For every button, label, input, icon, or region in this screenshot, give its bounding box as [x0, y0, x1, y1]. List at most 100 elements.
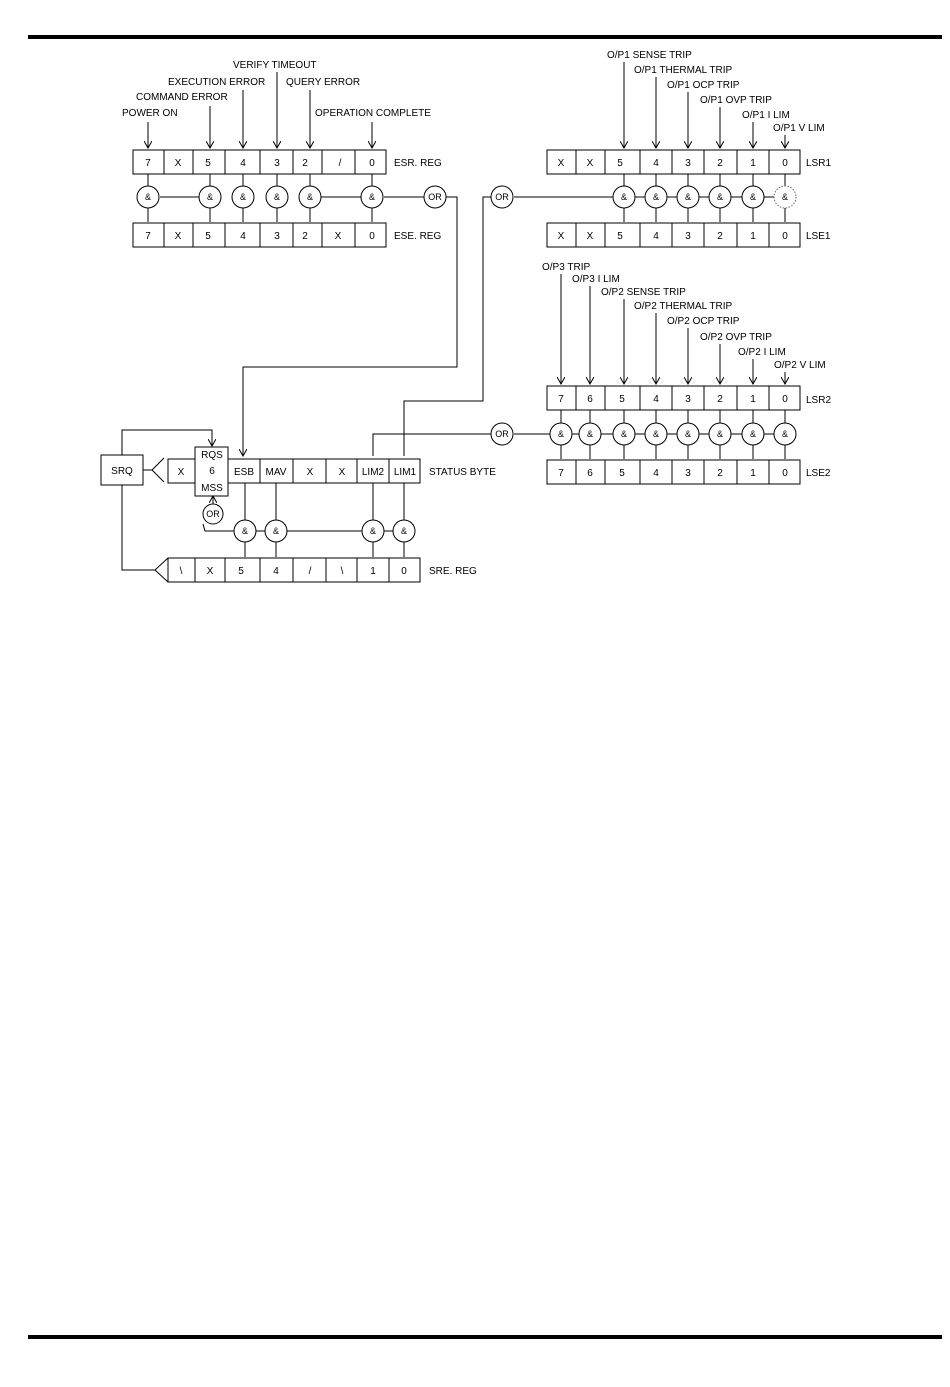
lsr2-bit-5: 5 — [619, 394, 625, 405]
esr-bit-7: 7 — [145, 158, 151, 169]
lsr1-and-gate-3: & — [685, 192, 691, 202]
lsr2-label-op2-ovp-trip: O/P2 OVP TRIP — [700, 332, 772, 343]
srq-to-rqs-wire — [121, 429, 212, 455]
sre-register: \ X 5 4 / \ 1 0 — [167, 557, 421, 583]
status-and-gate-mav: & — [273, 526, 279, 536]
status-bit-6: 6 — [209, 466, 215, 477]
esr-bit-5: 5 — [205, 158, 211, 169]
lsr1-register: X X 5 4 3 2 1 0 — [546, 149, 801, 175]
esr-bit-0: 0 — [369, 158, 375, 169]
srq-input-sre — [154, 557, 169, 583]
status-bit-mav: MAV — [266, 467, 287, 478]
status-and-gate-lim2: & — [370, 526, 376, 536]
lsr1-and-gate-4: & — [653, 192, 659, 202]
lse1-register: X X 5 4 3 2 1 0 — [546, 222, 801, 248]
lsr2-event-labels: O/P3 TRIP O/P3 I LIM O/P2 SENSE TRIP O/P… — [542, 262, 826, 371]
esr-register: 7 X 5 4 3 2 / 0 — [132, 149, 387, 175]
sre-bit-7: \ — [180, 566, 183, 577]
svg-text:OR: OR — [206, 509, 220, 519]
lsr2-bit-0: 0 — [782, 394, 788, 405]
lsr2-bit-2: 2 — [717, 394, 723, 405]
lsr2-label-op2-v-lim: O/P2 V LIM — [774, 360, 826, 371]
lse1-bit-7: X — [558, 231, 565, 242]
lsr2-label-op2-sense-trip: O/P2 SENSE TRIP — [601, 287, 686, 298]
esr-and-gate-0: & — [369, 192, 375, 202]
lse2-register-name: LSE2 — [806, 468, 831, 479]
lsr2-register-name: LSR2 — [806, 395, 831, 406]
lsr2-bit-7: 7 — [558, 394, 564, 405]
sre-bit-0: 0 — [401, 566, 407, 577]
lsr1-or-gate: OR — [490, 185, 514, 209]
lse1-bit-1: 1 — [750, 231, 756, 242]
esr-and-gates: & & & & & & — [136, 174, 424, 222]
esr-and-gate-2: & — [307, 192, 313, 202]
status-bit-3: X — [307, 467, 314, 478]
lsr2-and-gate-6: & — [587, 429, 593, 439]
lsr1-label-v-lim: O/P1 V LIM — [773, 123, 825, 134]
ese-bit-2: 2 — [302, 231, 308, 242]
lsr2-label-op3-trip: O/P3 TRIP — [542, 262, 590, 273]
ese-bit-1: X — [335, 231, 342, 242]
srq-label: SRQ — [111, 466, 133, 477]
lsr1-bit-1: 1 — [750, 158, 756, 169]
lsr1-label-thermal-trip: O/P1 THERMAL TRIP — [634, 65, 733, 76]
lsr2-and-gate-1: & — [750, 429, 756, 439]
esr-bit-4: 4 — [240, 158, 246, 169]
lse2-bit-0: 0 — [782, 468, 788, 479]
esr-or-gate: OR — [423, 185, 447, 209]
sre-register-name: SRE. REG — [429, 566, 477, 577]
lse1-bit-6: X — [587, 231, 594, 242]
lsr2-label-op3-i-lim: O/P3 I LIM — [572, 274, 620, 285]
lsr1-bit-7: X — [558, 158, 565, 169]
sre-bit-3: / — [309, 566, 312, 577]
lse2-bit-6: 6 — [587, 468, 593, 479]
lse2-bit-2: 2 — [717, 468, 723, 479]
lse2-bit-7: 7 — [558, 468, 564, 479]
lsr2-and-gate-4: & — [653, 429, 659, 439]
lse1-bit-5: 5 — [617, 231, 623, 242]
lsr1-to-lim1-wire — [403, 196, 491, 456]
ese-register: 7 X 5 4 3 2 X 0 — [132, 222, 387, 248]
lsr2-and-gate-3: & — [685, 429, 691, 439]
svg-text:OR: OR — [428, 192, 442, 202]
ese-bit-4: 4 — [240, 231, 246, 242]
lse2-bit-1: 1 — [750, 468, 756, 479]
lsr2-bit-6: 6 — [587, 394, 593, 405]
lsr1-bit-3: 3 — [685, 158, 691, 169]
lse2-bit-3: 3 — [685, 468, 691, 479]
mss-or-gate: OR — [202, 496, 234, 532]
status-bit-2: X — [339, 467, 346, 478]
esr-and-gate-4: & — [240, 192, 246, 202]
esr-event-arrows — [148, 72, 372, 148]
ese-bit-3: 3 — [274, 231, 280, 242]
sre-bit-4: 4 — [273, 566, 279, 577]
lse1-bit-2: 2 — [717, 231, 723, 242]
status-bit-lim1: LIM1 — [394, 467, 417, 478]
lsr2-bit-4: 4 — [653, 394, 659, 405]
svg-text:OR: OR — [495, 429, 509, 439]
lsr1-bit-4: 4 — [653, 158, 659, 169]
lsr1-and-gates: & & & & & & — [514, 174, 797, 222]
esr-bit-1: / — [339, 158, 342, 169]
lsr1-and-gate-0: & — [782, 192, 788, 202]
status-and-gates: & & & & — [233, 483, 416, 557]
lse1-register-name: LSE1 — [806, 231, 831, 242]
esr-label-execution-error: EXECUTION ERROR — [168, 77, 265, 88]
lse2-bit-5: 5 — [619, 468, 625, 479]
esr-bit-3: 3 — [274, 158, 280, 169]
lsr1-bit-5: 5 — [617, 158, 623, 169]
srq-input-status — [151, 457, 165, 483]
status-byte-register: X RQS 6 MSS ESB MAV X X LIM2 LIM1 — [167, 446, 421, 497]
esr-to-esb-wire — [243, 196, 458, 456]
lsr2-bit-1: 1 — [750, 394, 756, 405]
lsr1-label-sense-trip: O/P1 SENSE TRIP — [607, 50, 692, 61]
lsr2-label-op2-thermal-trip: O/P2 THERMAL TRIP — [634, 301, 733, 312]
esr-and-gate-3: & — [274, 192, 280, 202]
lsr1-label-ovp-trip: O/P1 OVP TRIP — [700, 95, 772, 106]
esr-label-operation-complete: OPERATION COMPLETE — [315, 108, 431, 119]
lsr1-and-gate-1: & — [750, 192, 756, 202]
esr-bit-2: 2 — [302, 158, 308, 169]
ese-bit-5: 5 — [205, 231, 211, 242]
esr-label-command-error: COMMAND ERROR — [136, 92, 228, 103]
